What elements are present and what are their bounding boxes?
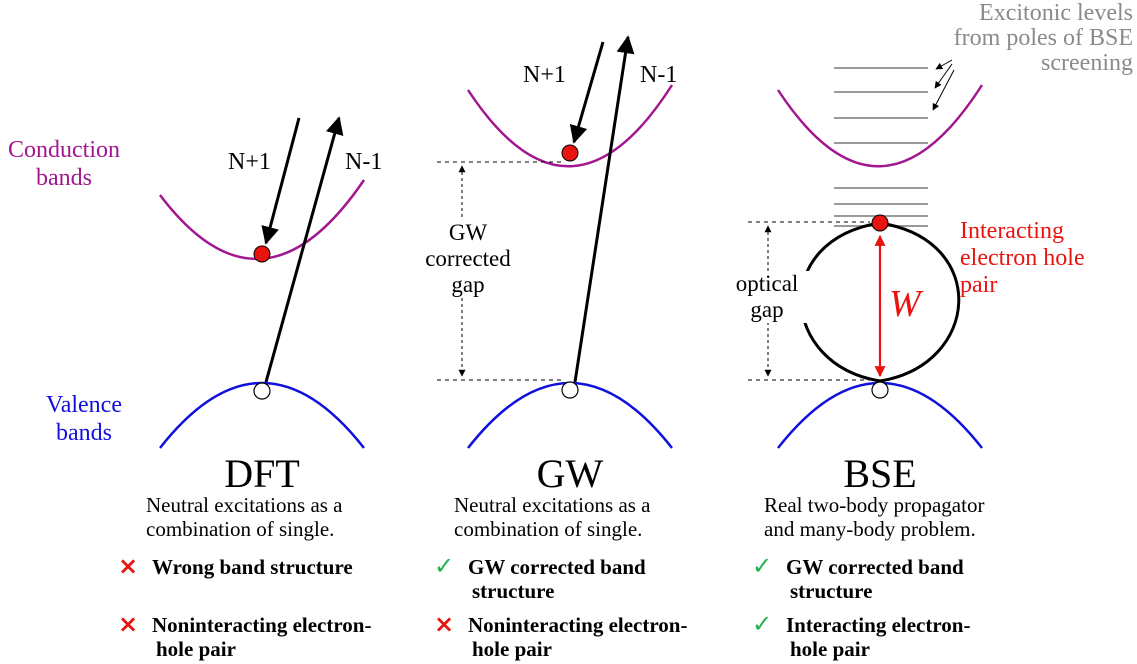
excitonic-levels	[834, 67, 928, 227]
interacting-label-line: electron hole	[960, 245, 1085, 271]
dft-description-line: Neutral excitations as a	[146, 493, 343, 517]
gw-gap-label-line: corrected	[425, 246, 511, 271]
dft-description-line: combination of single.	[146, 517, 335, 541]
bse-point: GW corrected band structure	[786, 555, 964, 603]
bse-hole	[871, 381, 889, 399]
w-symbol: W	[889, 283, 921, 325]
excitonic-note-line: screening	[1041, 50, 1133, 76]
cross-icon: ×	[118, 610, 139, 638]
bse-description-line: and many-body problem.	[764, 517, 976, 541]
gw-n-plus-1-label: N+1	[523, 62, 566, 88]
dft-electron	[253, 245, 271, 263]
dft-n-minus-1-label: N-1	[345, 149, 383, 175]
check-icon: ✓	[752, 552, 773, 580]
bse-conduction-band	[776, 84, 984, 168]
excitonic-pointer	[934, 63, 953, 89]
gw-point-line: structure	[472, 579, 555, 603]
dft-title: DFT	[224, 451, 300, 496]
bse-point-line: GW corrected band	[786, 555, 964, 579]
optical-gap-label: optical gap	[722, 271, 812, 323]
valence-bands-label: Valence bands	[34, 391, 134, 447]
bse-electron	[871, 214, 889, 232]
excitonic-levels-note: Excitonic levels from poles of BSE scree…	[900, 1, 1133, 76]
bse-point-line: hole pair	[790, 637, 870, 661]
electron-hole-loop	[799, 221, 961, 383]
cross-icon: ×	[434, 610, 455, 638]
dft-point-line: hole pair	[156, 637, 236, 661]
gw-conduction-band	[466, 84, 674, 168]
valence-label-line: Valence	[46, 392, 122, 418]
cross-icon: ×	[118, 552, 139, 580]
gw-description-line: combination of single.	[454, 517, 643, 541]
optical-gap-label-line: optical	[735, 271, 799, 296]
dft-point: Wrong band structure	[152, 555, 353, 579]
dft-hole	[253, 382, 271, 400]
gw-arrow-n-plus-1	[569, 41, 605, 144]
dft-description: Neutral excitations as a combination of …	[146, 493, 343, 541]
bse-description: Real two-body propagator and many-body p…	[764, 493, 984, 541]
gw-title: GW	[536, 451, 604, 496]
interacting-label-line: pair	[960, 272, 998, 298]
valence-label-line: bands	[56, 420, 112, 446]
check-icon: ✓	[752, 610, 773, 638]
dft-point: Noninteracting electron- hole pair	[152, 613, 371, 661]
dft-point-line: Noninteracting electron-	[152, 613, 372, 637]
gw-electron	[561, 144, 579, 162]
excitonic-note-line: Excitonic levels	[979, 0, 1133, 26]
gw-description: Neutral excitations as a combination of …	[454, 493, 651, 541]
bse-point-line: structure	[790, 579, 873, 603]
gw-gap-label-line: GW	[448, 220, 488, 245]
dft-n-plus-1-label: N+1	[228, 149, 271, 175]
bse-description-line: Real two-body propagator	[764, 493, 985, 517]
gw-point-line: Noninteracting electron-	[468, 613, 688, 637]
gw-gap-label-line: gap	[451, 272, 485, 297]
excitonic-pointer	[932, 69, 955, 111]
check-icon: ✓	[434, 552, 455, 580]
dft-point-line: Wrong band structure	[152, 555, 353, 579]
gw-n-minus-1-label: N-1	[640, 62, 678, 88]
bse-title: BSE	[843, 451, 917, 496]
dft-arrow-n-plus-1	[261, 117, 301, 245]
dft-arrow-n-minus-1	[264, 116, 344, 383]
interacting-pair-label: Interacting electron hole pair	[960, 218, 1085, 299]
excitonic-pointer	[935, 59, 953, 70]
gw-point: Noninteracting electron- hole pair	[468, 613, 687, 661]
gw-description-line: Neutral excitations as a	[454, 493, 651, 517]
conduction-label-line: Conduction	[8, 137, 120, 163]
conduction-label-line: bands	[36, 165, 92, 191]
gw-point-line: hole pair	[472, 637, 552, 661]
gw-point: GW corrected band structure	[468, 555, 646, 603]
optical-gap-label-line: gap	[750, 297, 784, 322]
interacting-label-line: Interacting	[960, 218, 1064, 244]
gw-gap-label: GW corrected gap	[413, 220, 523, 298]
excitonic-note-line: from poles of BSE	[953, 25, 1133, 51]
bse-point: Interacting electron- hole pair	[786, 613, 970, 661]
conduction-bands-label: Conduction bands	[0, 136, 128, 192]
gw-hole	[561, 381, 579, 399]
gw-arrow-n-minus-1	[573, 35, 635, 383]
bse-point-line: Interacting electron-	[786, 613, 971, 637]
gw-point-line: GW corrected band	[468, 555, 646, 579]
